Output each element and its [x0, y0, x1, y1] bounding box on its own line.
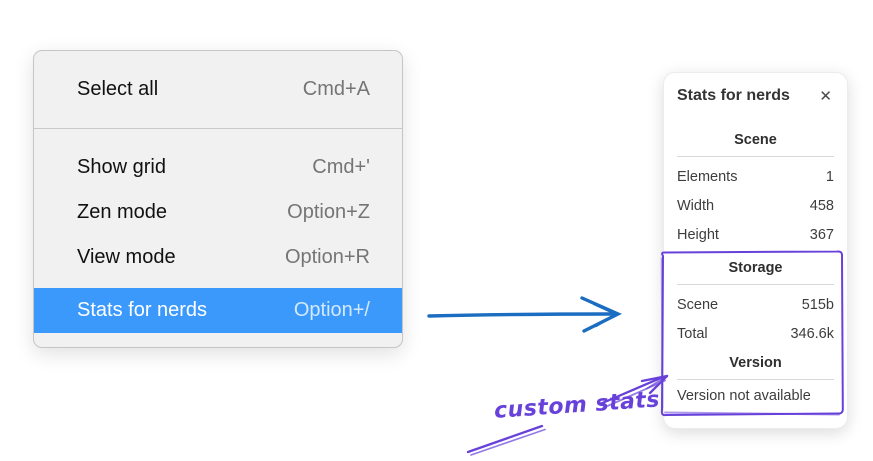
- context-menu-group-top: Select all Cmd+A: [34, 51, 402, 128]
- stat-row-height: Height 367: [677, 221, 834, 250]
- stat-value: 1: [825, 169, 834, 185]
- purple-stroke: [466, 424, 546, 456]
- stats-panel-header: Stats for nerds ✕: [677, 86, 834, 106]
- menu-item-shortcut: Option+R: [284, 246, 370, 268]
- stat-label: Scene: [677, 297, 719, 313]
- menu-item-shortcut: Cmd+A: [302, 78, 370, 100]
- section-heading-version: Version: [729, 355, 782, 371]
- menu-item-shortcut: Option+Z: [287, 201, 370, 223]
- stat-value: 346.6k: [790, 326, 834, 342]
- context-menu-group-bottom: Show grid Cmd+' Zen mode Option+Z View m…: [34, 129, 402, 347]
- stat-row-storage-scene: Scene 515b: [677, 291, 834, 320]
- menu-item-show-grid[interactable]: Show grid Cmd+': [34, 145, 402, 190]
- stats-panel-title: Stats for nerds: [677, 87, 790, 104]
- menu-item-label: Show grid: [77, 156, 166, 178]
- menu-item-zen-mode[interactable]: Zen mode Option+Z: [34, 190, 402, 235]
- menu-item-shortcut: Cmd+': [312, 156, 370, 178]
- stat-value: 367: [809, 227, 834, 243]
- context-menu: Select all Cmd+A Show grid Cmd+' Zen mod…: [33, 50, 403, 348]
- section-divider: [677, 284, 834, 285]
- stat-row-width: Width 458: [677, 192, 834, 221]
- menu-divider: [34, 128, 402, 129]
- blue-arrow: [427, 296, 622, 333]
- stat-label: Total: [677, 326, 708, 342]
- menu-item-label: Select all: [77, 78, 159, 100]
- annotation-custom-stats-label: custom stats: [493, 387, 661, 424]
- stat-label: Width: [677, 198, 715, 214]
- stats-for-nerds-panel: Stats for nerds ✕ Scene Elements 1 Width…: [663, 72, 848, 429]
- version-note: Version not available: [677, 388, 811, 404]
- section-divider: [677, 379, 834, 380]
- close-icon[interactable]: ✕: [819, 87, 832, 105]
- menu-item-label: View mode: [77, 246, 176, 268]
- menu-item-label: Zen mode: [77, 201, 168, 223]
- stat-value: 458: [809, 198, 834, 214]
- section-heading-storage: Storage: [728, 260, 783, 276]
- stat-label: Elements: [677, 169, 738, 185]
- section-heading-scene: Scene: [734, 132, 777, 148]
- stat-label: Height: [677, 227, 719, 243]
- menu-item-select-all[interactable]: Select all Cmd+A: [34, 63, 402, 116]
- menu-item-stats-for-nerds[interactable]: Stats for nerds Option+/: [34, 288, 402, 333]
- stat-row-storage-total: Total 346.6k: [677, 320, 834, 349]
- stat-value: 515b: [801, 297, 834, 313]
- menu-item-view-mode[interactable]: View mode Option+R: [34, 235, 402, 280]
- menu-item-label: Stats for nerds: [77, 299, 208, 321]
- stat-row-elements: Elements 1: [677, 163, 834, 192]
- menu-item-shortcut: Option+/: [293, 299, 370, 321]
- section-divider: [677, 156, 834, 157]
